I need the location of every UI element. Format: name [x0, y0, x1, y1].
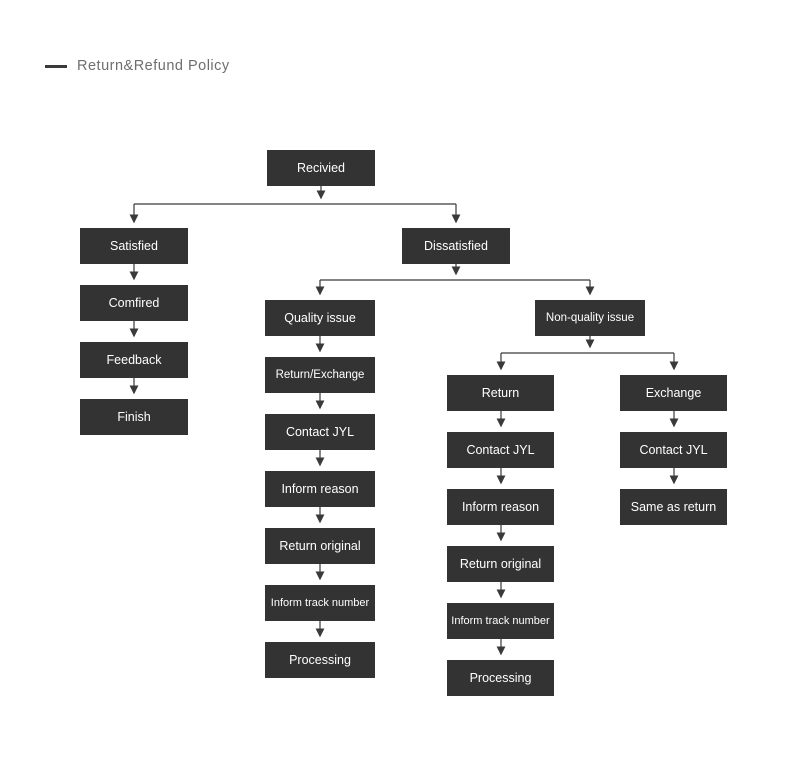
node-inform-reason-quality: Inform reason — [265, 471, 375, 507]
node-processing-quality: Processing — [265, 642, 375, 678]
node-return-original-quality: Return original — [265, 528, 375, 564]
page-header: Return&Refund Policy — [45, 54, 230, 78]
node-contact-jyl-return: Contact JYL — [447, 432, 554, 468]
node-inform-reason-return: Inform reason — [447, 489, 554, 525]
node-return: Return — [447, 375, 554, 411]
node-recivied: Recivied — [267, 150, 375, 186]
title-dash-icon — [45, 64, 67, 68]
node-satisfied: Satisfied — [80, 228, 188, 264]
node-return-original-return: Return original — [447, 546, 554, 582]
node-same-as-return: Same as return — [620, 489, 727, 525]
node-exchange: Exchange — [620, 375, 727, 411]
node-inform-track-number-quality: Inform track number — [265, 585, 375, 621]
node-return-exchange: Return/Exchange — [265, 357, 375, 393]
node-feedback: Feedback — [80, 342, 188, 378]
node-non-quality-issue: Non-quality issue — [535, 300, 645, 336]
node-inform-track-number-return: Inform track number — [447, 603, 554, 639]
page-title: Return&Refund Policy — [77, 58, 230, 74]
node-quality-issue: Quality issue — [265, 300, 375, 336]
node-dissatisfied: Dissatisfied — [402, 228, 510, 264]
node-processing-return: Processing — [447, 660, 554, 696]
node-finish: Finish — [80, 399, 188, 435]
node-contact-jyl-exchange: Contact JYL — [620, 432, 727, 468]
node-contact-jyl-quality: Contact JYL — [265, 414, 375, 450]
node-comfired: Comfired — [80, 285, 188, 321]
